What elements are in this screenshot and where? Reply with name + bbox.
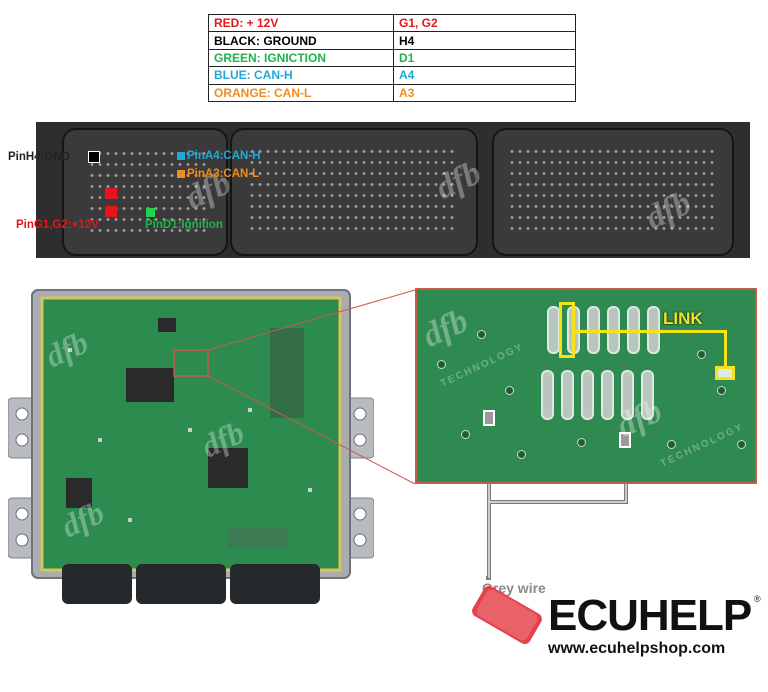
via: [437, 360, 446, 369]
brand-registered-mark: ®: [754, 594, 761, 604]
watermark-subtext: TECHNOLOGY: [438, 341, 526, 390]
legend-wire-cell: GREEN: IGNICTION: [208, 48, 394, 68]
link-trace-horizontal: [575, 330, 727, 333]
pin-a3-canl-label: PinA3:CAN-L: [187, 168, 260, 180]
brand-name: ECUHELP: [548, 591, 752, 640]
pin-d1-ignition-label: PinD1:Ignition: [145, 219, 223, 231]
ecu-board-photo: dfb dfb dfb: [8, 289, 374, 604]
connector-photo: dfb dfb dfb: [36, 122, 750, 258]
grey-wire-pad-right: [619, 432, 631, 448]
pin-a4-canh-label: PinA4:CAN-H: [187, 150, 261, 162]
pin-a3-marker: [177, 170, 185, 178]
via: [477, 330, 486, 339]
pin-g2-marker: [105, 206, 117, 217]
connector-pins-middle: [248, 146, 458, 238]
link-pad-highlight: [559, 302, 575, 358]
via: [667, 440, 676, 449]
connector-pins-right: [508, 146, 714, 238]
ecuhelp-logo-icon: [472, 586, 542, 644]
via: [737, 440, 746, 449]
link-target-highlight: [715, 366, 735, 380]
pin-h4-gnd-label: PinH4:GND: [8, 151, 70, 163]
solder-pad: [541, 370, 554, 420]
pin-g1-marker: [105, 188, 117, 199]
via: [461, 430, 470, 439]
link-trace-vertical: [724, 330, 727, 368]
brand-url: www.ecuhelpshop.com: [548, 640, 726, 657]
solder-pad: [641, 370, 654, 420]
via: [717, 386, 726, 395]
pin-g1-g2-power-label: PinG1,G2:+12V: [16, 219, 99, 231]
solder-pad: [581, 370, 594, 420]
solder-pad: [621, 370, 634, 420]
via: [505, 386, 514, 395]
via: [697, 350, 706, 359]
pin-a4-marker: [177, 152, 185, 160]
watermark-logo: dfb: [417, 302, 474, 355]
solder-pad: [601, 370, 614, 420]
pin-h4-marker: [88, 151, 100, 163]
legend-pin-cell: A3: [393, 83, 576, 103]
grey-wire-pad-left: [483, 410, 495, 426]
via: [577, 438, 586, 447]
pin-d1-marker: [146, 208, 155, 217]
link-label: LINK: [663, 309, 703, 328]
via: [517, 450, 526, 459]
zoom-detail-panel: LINK dfb dfb TECHNOLOGY TECHNOLOGY: [415, 288, 757, 484]
solder-pad: [561, 370, 574, 420]
